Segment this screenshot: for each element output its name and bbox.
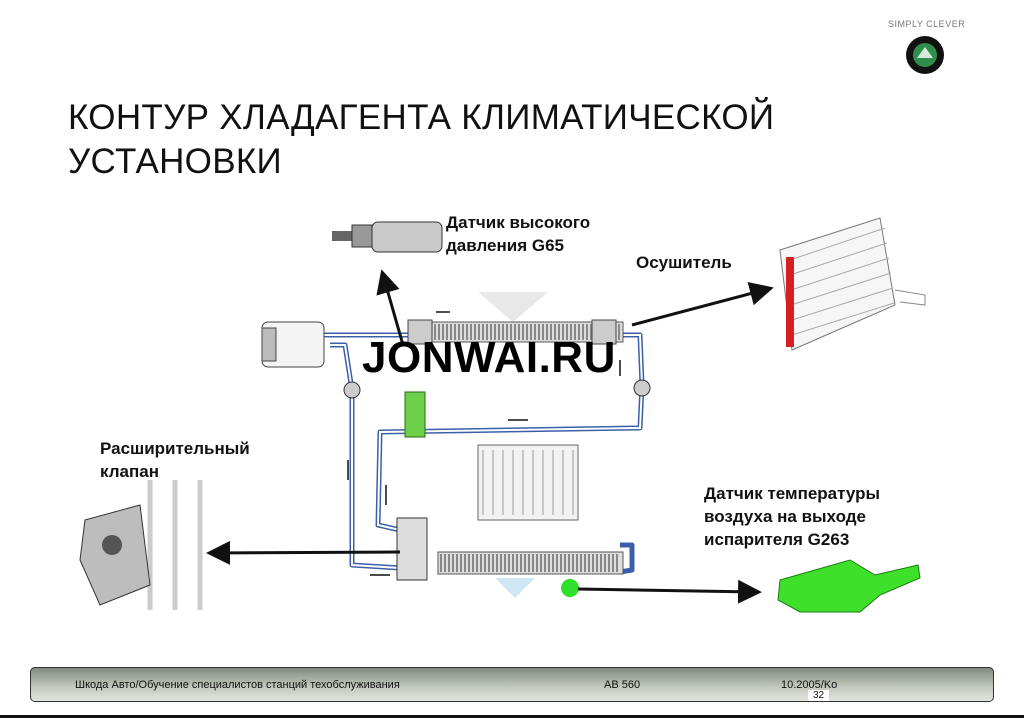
label-line: давления G65 [446,236,564,255]
pressure-sensor-image [332,221,443,253]
footer-date: 10.2005/Ko [781,679,838,691]
temp-sensor-image [777,559,921,613]
compressor [261,321,325,368]
footer-code: AB 560 [604,679,641,691]
label-line: Датчик высокого [446,213,591,232]
expansion-valve-block [396,517,428,581]
temp-sensor-point [561,579,579,597]
label-line: воздуха на выходе [704,507,866,526]
arrow-temp-sensor [577,579,762,604]
condenser [407,319,624,345]
airflow-arrow-bottom [495,578,535,598]
label-pressure-sensor: Датчик высокого давления G65 [446,211,590,257]
label-line: Расширительный [100,439,250,458]
title-line-1: КОНТУР ХЛАДАГЕНТА КЛИМАТИЧЕСКОЙ [68,98,775,137]
label-line: испарителя G263 [704,530,850,549]
label-expansion-valve: Расширительный клапан [100,437,250,483]
expansion-valve-image [79,480,203,610]
footer-bar: Шкода Авто/Обучение специалистов станций… [30,667,994,702]
label-line: клапан [100,462,159,481]
arrow-pressure-sensor [376,269,405,346]
dryer-image [779,217,926,351]
title-line-2: УСТАНОВКИ [68,142,282,181]
green-connector [404,391,426,438]
skoda-logo [906,36,944,74]
page-number: 32 [808,690,830,701]
page-title: КОНТУР ХЛАДАГЕНТА КЛИМАТИЧЕСКОЙ УСТАНОВК… [68,96,774,184]
watermark: JONWAI.RU [362,333,616,382]
brand-slogan: SIMPLY CLEVER [888,19,966,29]
airflow-arrow-top [478,292,548,322]
footer-course: Шкода Авто/Обучение специалистов станций… [75,679,400,691]
arrow-expansion-valve [206,540,401,565]
bottom-divider [0,715,1024,718]
label-dryer: Осушитель [636,253,732,272]
arrow-dryer [631,282,774,327]
evaporator [437,444,624,575]
label-line: Датчик температуры [704,484,881,503]
label-temp-sensor: Датчик температуры воздуха на выходе исп… [704,482,880,551]
